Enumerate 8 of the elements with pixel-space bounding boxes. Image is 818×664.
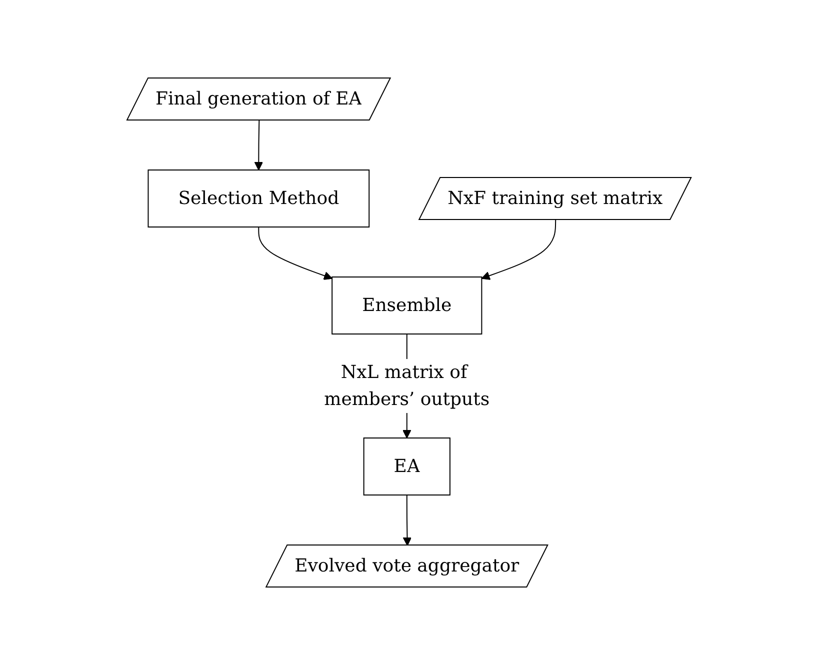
arrow — [402, 494, 412, 546]
edge-label: NxL matrix of members’ outputs — [324, 361, 490, 410]
arrow — [258, 226, 332, 280]
node-box: EA — [363, 437, 450, 495]
node-box: Ensemble — [332, 276, 482, 334]
arrow — [481, 219, 556, 280]
node-box: Selection Method — [148, 169, 370, 227]
arrow — [254, 120, 263, 170]
